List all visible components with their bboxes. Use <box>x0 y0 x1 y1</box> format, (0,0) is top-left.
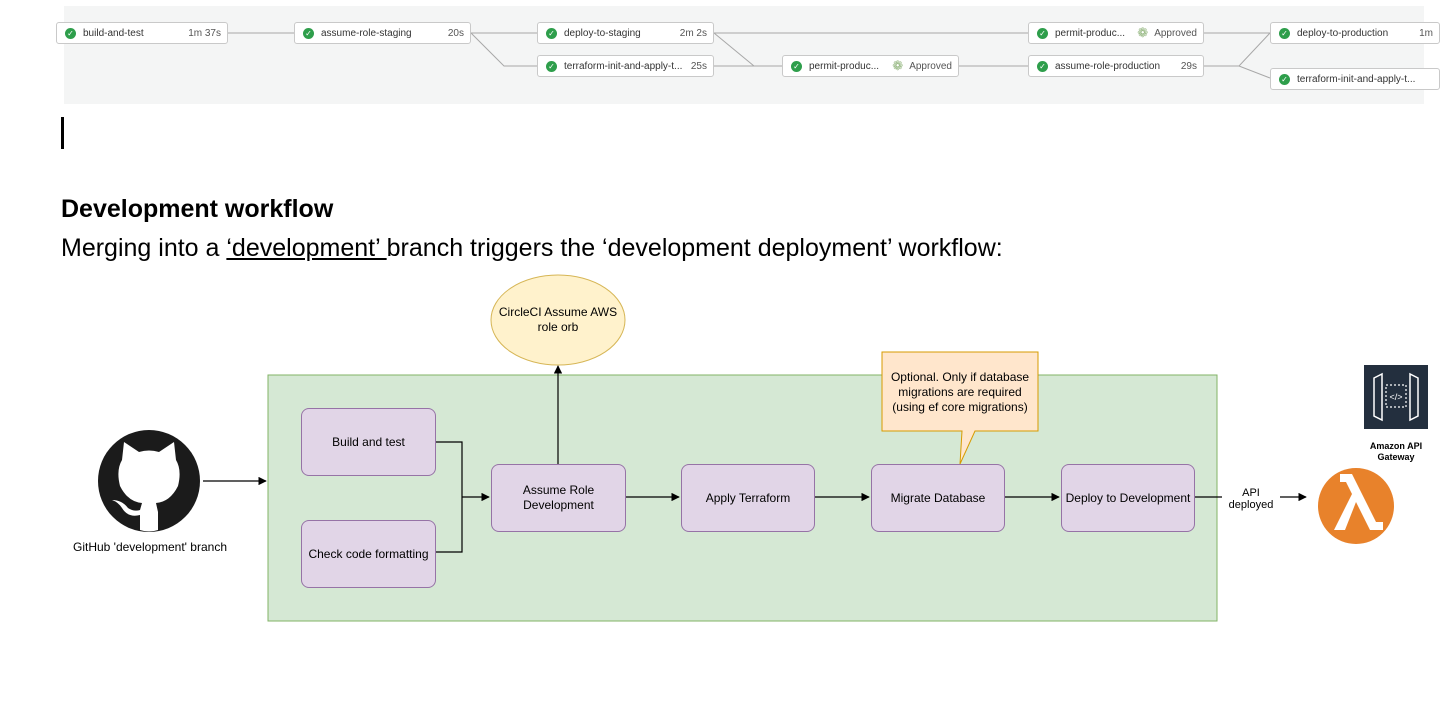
success-check-icon: ✓ <box>303 27 314 39</box>
migrate-database-step: Migrate Database <box>871 464 1005 532</box>
pipeline-connectors <box>228 32 1271 79</box>
aws-lambda-icon <box>1318 468 1394 544</box>
success-check-icon: ✓ <box>1279 73 1290 85</box>
success-check-icon: ✓ <box>791 60 802 72</box>
orb-label: CircleCI Assume AWS role orb <box>498 305 618 334</box>
orb-ellipse <box>490 274 626 366</box>
text-cursor <box>61 117 64 149</box>
job-terraform-production[interactable]: ✓ terraform-init-and-apply-t... <box>1270 68 1440 90</box>
github-label: GitHub 'development' branch <box>72 539 227 554</box>
github-logo-icon <box>98 430 200 532</box>
job-assume-role-production[interactable]: ✓ assume-role-production 29s <box>1028 55 1204 77</box>
success-check-icon: ✓ <box>65 27 76 39</box>
pipeline-graph: ✓ build-and-test 1m 37s ✓ assume-role-st… <box>56 6 1440 104</box>
branch-name-link: ‘development’ <box>226 234 387 262</box>
api-deployed-label: API deployed <box>1228 486 1274 511</box>
success-check-icon: ✓ <box>546 27 557 39</box>
job-permit-production-1[interactable]: ✓ permit-produc... ❁ Approved <box>782 55 959 77</box>
approver-avatar-icon: ❁ <box>1137 25 1149 40</box>
job-terraform-staging[interactable]: ✓ terraform-init-and-apply-t... 25s <box>537 55 714 77</box>
note-callout <box>881 351 1039 465</box>
deploy-step: Deploy to Development <box>1061 464 1195 532</box>
success-check-icon: ✓ <box>1037 60 1048 72</box>
job-deploy-to-production[interactable]: ✓ deploy-to-production 1m <box>1270 22 1440 44</box>
success-check-icon: ✓ <box>1037 27 1048 39</box>
apply-terraform-step: Apply Terraform <box>681 464 815 532</box>
job-build-and-test[interactable]: ✓ build-and-test 1m 37s <box>56 22 228 44</box>
api-gateway-icon: </> <box>1364 365 1428 429</box>
approver-avatar-icon: ❁ <box>892 58 904 73</box>
section-heading: Development workflow <box>61 195 334 223</box>
success-check-icon: ✓ <box>546 60 557 72</box>
check-formatting-step: Check code formatting <box>301 520 436 588</box>
success-check-icon: ✓ <box>1279 27 1290 39</box>
section-paragraph: Merging into a ‘development’ branch trig… <box>61 234 1003 262</box>
assume-role-step: Assume Role Development <box>491 464 626 532</box>
note-label: Optional. Only if database migrations ar… <box>890 369 1030 414</box>
job-assume-role-staging[interactable]: ✓ assume-role-staging 20s <box>294 22 471 44</box>
job-permit-production-2[interactable]: ✓ permit-produc... ❁ Approved <box>1028 22 1204 44</box>
svg-text:</>: </> <box>1389 392 1402 402</box>
build-and-test-step: Build and test <box>301 408 436 476</box>
api-gateway-label: Amazon API Gateway <box>1369 441 1423 462</box>
job-deploy-to-staging[interactable]: ✓ deploy-to-staging 2m 2s <box>537 22 714 44</box>
